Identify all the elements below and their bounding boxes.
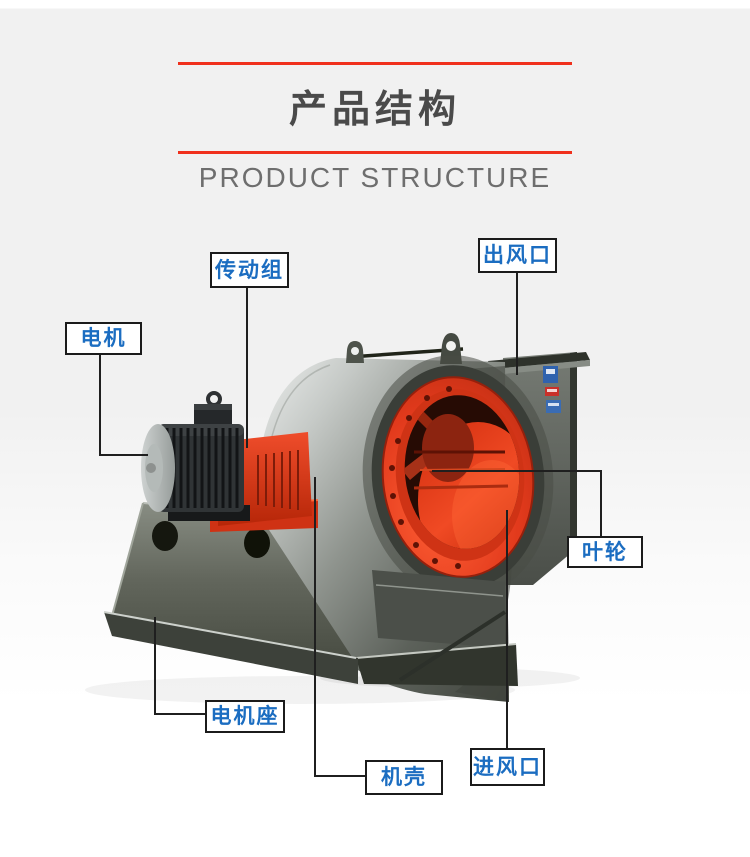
label-transmission: 传动组 — [210, 252, 289, 288]
label-motor: 电机 — [65, 322, 142, 355]
leader-lines — [99, 273, 602, 777]
label-motor-base: 电机座 — [205, 700, 285, 733]
vent-louvers — [257, 450, 299, 510]
header-rule-bottom — [178, 151, 572, 154]
leader-line-impeller — [432, 470, 602, 536]
motor-pedestal — [103, 502, 358, 684]
motor — [141, 391, 250, 521]
support-frame — [355, 570, 518, 686]
leader-line-casing — [314, 477, 365, 777]
nameplate-stickers — [543, 366, 561, 413]
label-air-outlet: 出风口 — [478, 238, 557, 273]
page-subtitle: PRODUCT STRUCTURE — [198, 162, 552, 193]
header-rule-top — [178, 62, 572, 65]
leader-line-motor — [99, 355, 148, 456]
label-impeller: 叶轮 — [567, 536, 643, 568]
label-casing: 机壳 — [365, 760, 443, 795]
label-air-inlet: 进风口 — [470, 748, 545, 786]
lifting-lug — [346, 341, 364, 363]
collar-bolts — [389, 386, 461, 569]
impeller-assembly — [362, 355, 554, 599]
leader-line-motor-base — [154, 617, 205, 715]
page-title: 产品结构 — [288, 89, 461, 131]
